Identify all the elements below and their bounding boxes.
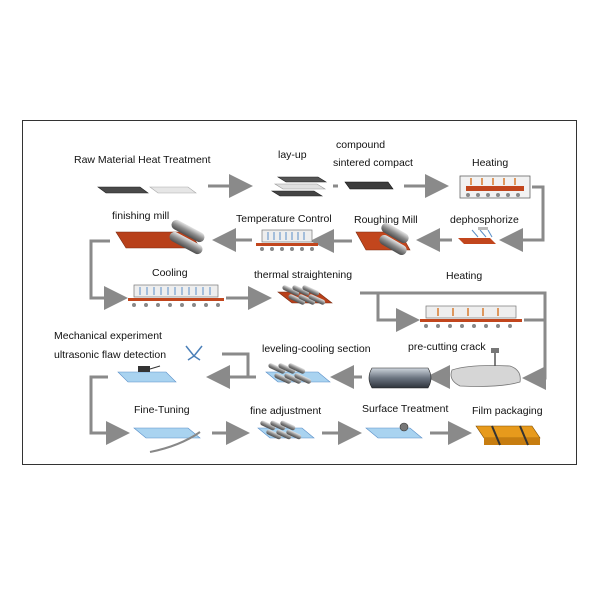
thermal-straightening-icon xyxy=(277,285,333,305)
arrow-to-heating-2 xyxy=(376,293,420,332)
leveling-cooling-icon xyxy=(265,363,331,384)
label-temperature-control: Temperature Control xyxy=(236,213,332,225)
lay-up-stack-icon xyxy=(270,176,328,197)
label-sintered-compact: sintered compact xyxy=(333,157,413,169)
roughing-mill-icon xyxy=(355,223,411,255)
label-finishing-mill: finishing mill xyxy=(112,210,170,222)
arrow-10a xyxy=(222,352,250,377)
finishing-mill-icon xyxy=(115,219,205,255)
label-pre-cutting-crack: pre-cutting crack xyxy=(408,341,486,353)
label-compound: compound xyxy=(336,139,386,151)
label-cooling: Cooling xyxy=(152,267,188,279)
label-raw-material: Raw Material Heat Treatment xyxy=(74,154,211,166)
pre-cutting-crack-icon xyxy=(450,348,521,387)
ultrasonic-detection-icon xyxy=(117,345,203,383)
connector-row3-row4 xyxy=(360,291,547,390)
dephosphorize-icon xyxy=(458,227,496,244)
label-dephosphorize: dephosphorize xyxy=(450,214,519,226)
fine-tuning-icon xyxy=(133,427,201,453)
connector-row2-row3 xyxy=(89,239,128,310)
label-lay-up: lay-up xyxy=(278,149,307,161)
cooling-icon xyxy=(128,284,224,307)
heating-2-icon xyxy=(420,305,522,328)
film-packaging-icon xyxy=(475,425,541,446)
surface-treatment-icon xyxy=(365,422,423,439)
label-mechanical-experiment: Mechanical experiment xyxy=(54,330,162,342)
label-surface-treatment: Surface Treatment xyxy=(362,403,449,415)
label-thermal-straightening: thermal straightening xyxy=(254,269,353,281)
connector-row4-row5 xyxy=(89,375,130,445)
label-film-packaging: Film packaging xyxy=(472,405,543,417)
label-heating-2: Heating xyxy=(446,270,483,282)
label-ultrasonic-flaw-detection: ultrasonic flaw detection xyxy=(54,349,167,361)
raw-material-plates-icon xyxy=(97,186,197,194)
heating-furnace-icon xyxy=(459,175,531,199)
sintered-compact-icon xyxy=(344,181,394,190)
label-fine-tuning: Fine-Tuning xyxy=(134,404,190,416)
coil-sheet-icon xyxy=(368,367,432,389)
label-fine-adjustment: fine adjustment xyxy=(250,405,322,417)
label-heating-1: Heating xyxy=(472,157,509,169)
temperature-control-icon xyxy=(256,229,318,251)
label-leveling-cooling: leveling-cooling section xyxy=(262,343,371,355)
label-roughing-mill: Roughing Mill xyxy=(354,214,418,226)
connector-row1-row2 xyxy=(499,185,545,252)
fine-adjustment-icon xyxy=(257,420,315,440)
